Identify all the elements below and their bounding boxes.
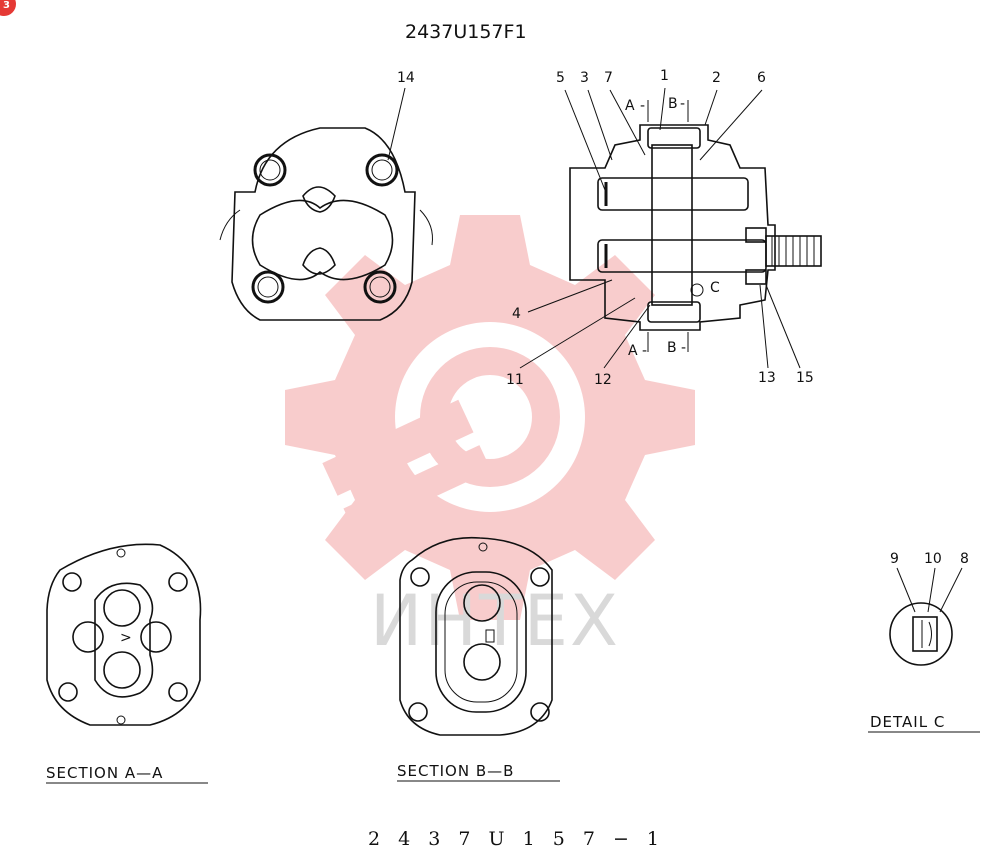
corner-badge-label: 3	[3, 0, 10, 11]
callout-7: 7	[604, 70, 613, 86]
svg-text:-: -	[642, 343, 647, 359]
section-mark-c: C	[710, 280, 720, 296]
side-view: A - B - A - B - C 5 3 7 1 2 6 4 11 12 13…	[506, 68, 822, 388]
drawing-number: 2437U157F1	[405, 21, 527, 43]
detail-c-label: DETAIL C	[870, 713, 945, 731]
svg-text:-: -	[680, 96, 685, 112]
detail-c-view: 9 10 8 DETAIL C	[868, 551, 980, 733]
svg-text:-: -	[681, 340, 686, 356]
corner-badge	[0, 0, 16, 16]
front-view: 14	[219, 70, 433, 321]
callout-2: 2	[712, 70, 721, 86]
section-mark-a-top: A	[625, 98, 635, 114]
callout-12: 12	[594, 372, 612, 388]
section-aa-view: > SECTION A—A	[46, 543, 208, 784]
section-aa-label: SECTION A—A	[46, 764, 163, 782]
callout-10: 10	[924, 551, 942, 567]
callout-13: 13	[758, 370, 776, 386]
callout-15: 15	[796, 370, 814, 386]
callout-1: 1	[660, 68, 669, 84]
callout-3: 3	[580, 70, 589, 86]
footer-code: 2 4 3 7 U 1 5 7 − 1	[368, 828, 665, 850]
callout-4: 4	[512, 306, 521, 322]
callout-8: 8	[960, 551, 969, 567]
callout-5: 5	[556, 70, 565, 86]
section-mark-a-bottom: A	[628, 343, 638, 359]
section-mark-b-bottom: B	[667, 340, 677, 356]
section-mark-b-top: B	[668, 96, 678, 112]
callout-11: 11	[506, 372, 524, 388]
section-bb-view: SECTION B—B	[397, 536, 560, 782]
section-bb-label: SECTION B—B	[397, 762, 514, 780]
callout-14: 14	[397, 70, 415, 86]
callout-6: 6	[757, 70, 766, 86]
watermark-gear-logo	[285, 215, 695, 620]
svg-text:>: >	[120, 630, 132, 646]
callout-9: 9	[890, 551, 899, 567]
svg-text:-: -	[640, 98, 645, 114]
